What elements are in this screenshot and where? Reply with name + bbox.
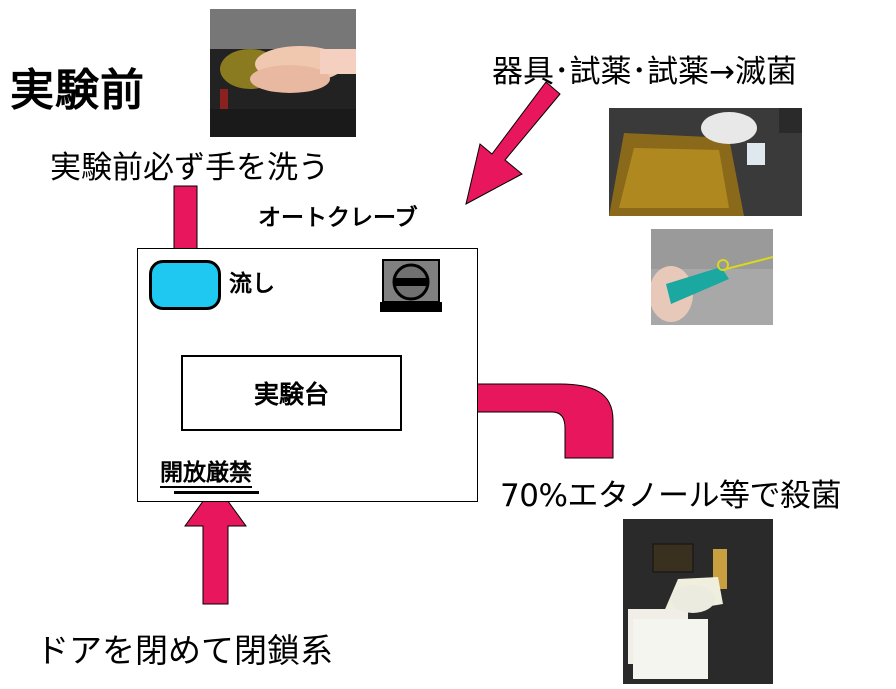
sterilize-arrow <box>465 81 561 205</box>
no-open-label: 開放厳禁 <box>160 460 252 486</box>
sterilization-label: 器具･試薬･試薬→滅菌 <box>492 54 797 90</box>
door-line <box>174 491 259 494</box>
sink-icon <box>149 260 221 310</box>
autoclave-label: オートクレーブ <box>258 205 418 231</box>
door-label: ドアを閉めて閉鎖系 <box>36 631 333 670</box>
ethanol-spray-photo <box>623 519 773 684</box>
hand-washing-photo <box>210 9 356 137</box>
flask-sterilization-photo <box>609 108 802 216</box>
ethanol-label: 70%エタノール等で殺菌 <box>500 478 841 514</box>
door-arrow <box>184 483 247 605</box>
lab-bench: 実験台 <box>181 355 402 431</box>
sink-label: 流し <box>229 271 275 297</box>
inoculation-loop-photo <box>651 229 773 325</box>
autoclave-icon <box>380 258 442 314</box>
handwash-label: 実験前必ず手を洗う <box>50 150 329 186</box>
page-title: 実験前 <box>10 65 145 116</box>
